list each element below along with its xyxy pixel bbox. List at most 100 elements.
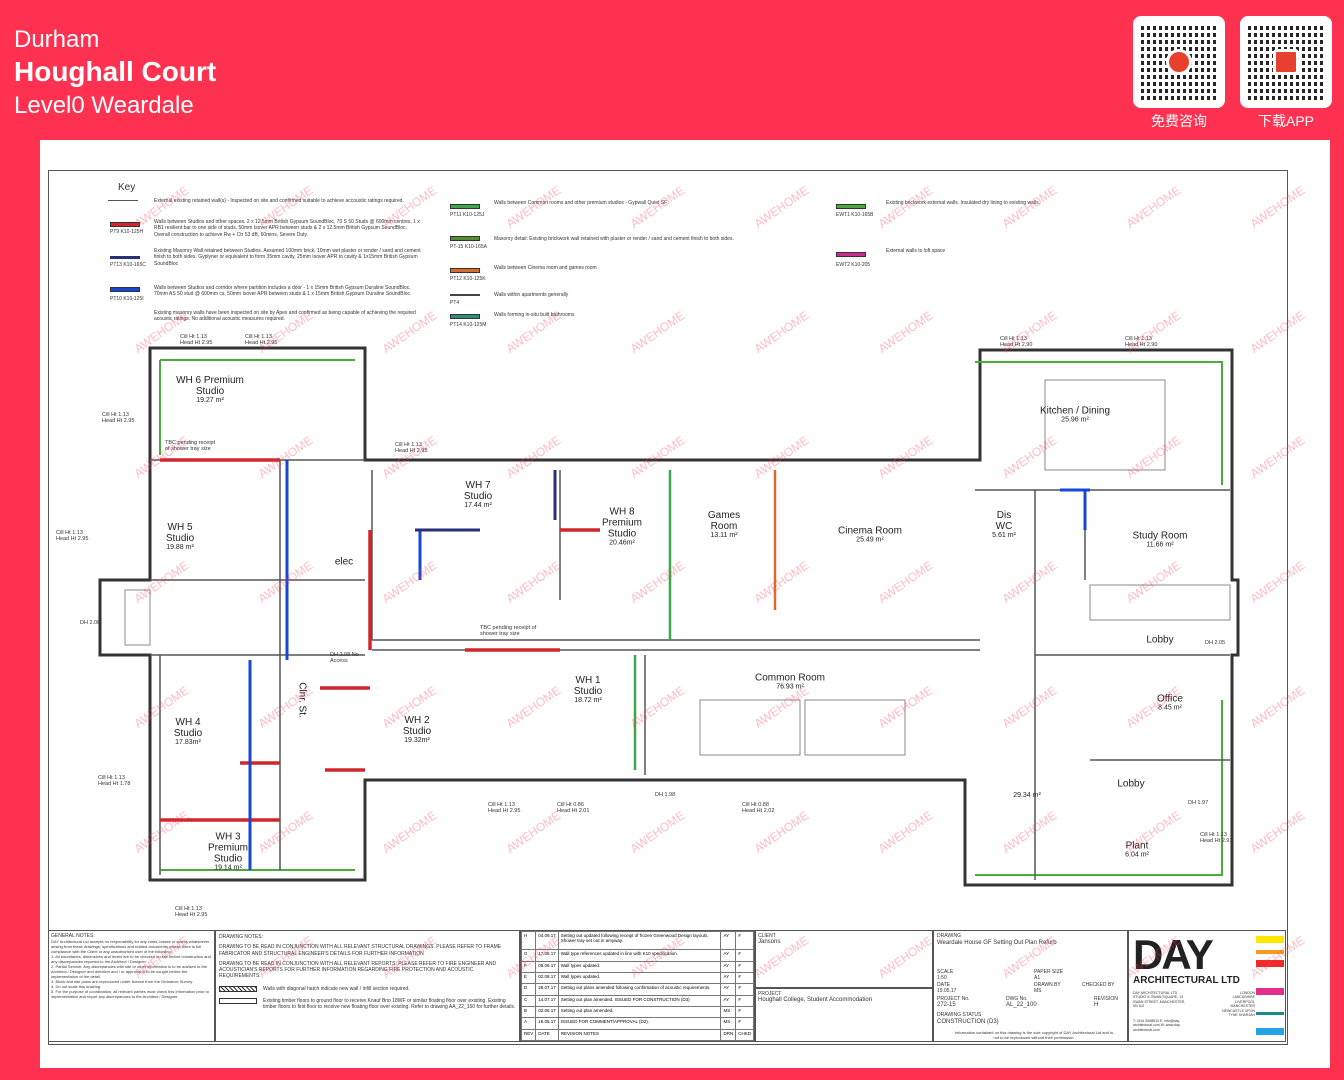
room-name: Office [1157,693,1183,705]
door-height-label: DH 2.08 No Access [330,652,359,665]
room-name: WH 4 Studio [173,717,203,740]
revision-cell: 19.05.17 [535,1017,559,1030]
room-name: WH 6 Premium Studio [176,375,244,398]
key-code: PT11 K10-125J [450,212,485,218]
room-name: Lobby [1146,634,1174,646]
brand-stripe [1256,960,1284,967]
tb-drawing: Weardale House GF Setting Out Plan Refur… [937,940,1057,946]
revision-cell: AY [720,983,737,996]
key-text: Existing masonry walls have been inspect… [154,310,416,323]
key-code: PT13 K10-165C [110,262,146,268]
consult-qr-code[interactable] [1133,16,1225,108]
project-box: PROJECT Houghall College, Student Accomm… [755,988,933,1042]
key-code: PT-15 K10-165A [450,244,487,250]
revision-header-cell: CHKD [735,1028,754,1042]
cill-height: Cill Ht 1.13 Head Ht 2.95 [245,334,278,347]
tb-label: SCALE [937,969,954,975]
room-lobby-south: Lobby [1117,779,1144,790]
drawing-note: Existing timber floors to ground floor t… [263,997,516,1010]
cill-height: Cill Ht 1.13 Head Ht 2.95 [56,530,89,543]
room-area: 25.49 m² [856,536,884,544]
revision-cell: Wall types updated. [557,972,722,985]
key-text: Walls between Common rooms and other pre… [494,200,668,206]
key-swatch-ewt2 [836,252,866,257]
drawing-notes-title: DRAWING NOTES: [219,934,263,940]
company-offices: LONDON LANCASHIRE LIVERPOOL MANCHESTER N… [1222,991,1255,1017]
room-area: 19.27 m² [196,397,224,405]
room-name: Clnr. St. [296,682,308,718]
revision-cell: AY [720,994,737,1007]
revision-cell: F [520,960,537,974]
key-text: External walls to loft space [886,248,946,254]
key-text: Walls forming in-situ built bathrooms [494,312,575,318]
tb-projno: 272-15 [937,1002,956,1008]
client-value: Jansons [758,939,781,946]
room-area: 13.11 m² [710,532,738,540]
general-note: 4. Do not scale this drawing. [51,984,102,990]
location-city: Durham [14,26,100,53]
room-name: Study Room [1132,530,1188,542]
key-code: EWT1 K10-165B [836,212,874,218]
room-area: 17.44 m² [464,502,492,510]
room-name: elec [334,556,354,568]
general-notes-title: GENERAL NOTES: [51,933,95,939]
room-area: 11.66 m² [1146,541,1174,549]
room-area: 19.32m² [404,737,430,745]
general-notes-intro: DAY Architectural Ltd accepts no respons… [51,939,210,955]
cill-height: Cill Ht 1.13 Head Ht 2.95 [175,906,208,919]
revision-cell: C [520,994,537,1007]
drawing-sheet [40,140,1330,1068]
drawing-note: DRAWING TO BE READ IN CONJUNCTION WITH A… [219,960,497,980]
brand-stripe [1256,988,1284,995]
download-app-qr-code[interactable] [1240,16,1332,108]
client-label: CLIENT [758,933,776,939]
revision-cell: Setting out plans amended following conf… [557,983,722,996]
revision-cell: 14.07.17 [535,994,559,1007]
room-area: 18.72 m² [574,697,602,705]
company-block: DAY ARCHITECTURAL LTD DAY ARCHITECTURAL … [1128,930,1286,1042]
key-text: Walls between Studios and other spaces. … [154,219,420,238]
drawing-notes: DRAWING NOTES: DRAWING TO BE READ IN CON… [215,930,520,1042]
key-code: PT12 K10-125K [450,276,486,282]
door-height-label: DH 1.98 [655,792,676,798]
revision-cell: ISSUED FOR COMMENT/APPROVAL (D2). [557,1017,722,1030]
cill-height: Cill Ht 1.13 Head Ht 2.95 [488,802,521,815]
download-app-label[interactable]: 下载APP [1257,113,1314,129]
room-area: 76.93 m² [776,683,804,691]
room-unnamed: 29.34 m² [1013,792,1041,800]
consult-label[interactable]: 免费咨询 [1151,113,1207,129]
revision-cell: 02.06.17 [535,1005,559,1019]
room-area: 6.04 m² [1125,851,1149,859]
drawing-note: DRAWING TO BE READ IN CONJUNCTION WITH A… [219,944,502,957]
cill-height: Cill Ht 1.13 Head Ht 2.90 [1000,336,1033,349]
room-area: 19.88 m² [166,544,194,552]
room-name: Games Room [707,510,741,533]
tb-paper: A1 [1034,975,1041,981]
cill-height: Cill Ht 1.13 Head Ht 2.95 [395,442,428,455]
revision-cell: E [520,972,537,985]
revision-header-cell: DRN [720,1028,737,1042]
drawing-frame [48,170,1288,1045]
project-label: PROJECT [758,991,782,997]
key-swatch-pt15 [450,236,480,241]
tb-status: CONSTRUCTION (D3) [937,1019,999,1025]
revision-cell: AY [720,949,737,962]
revision-cell: # [735,983,754,996]
room-area: 17.83m² [175,739,201,747]
revision-cell: Setting out updated following receipt of… [557,930,722,951]
floor-swatch [219,997,257,1004]
tb-label: REVISION [1094,996,1118,1002]
revision-cell: # [735,960,754,974]
key-swatch-pt9 [110,222,140,227]
